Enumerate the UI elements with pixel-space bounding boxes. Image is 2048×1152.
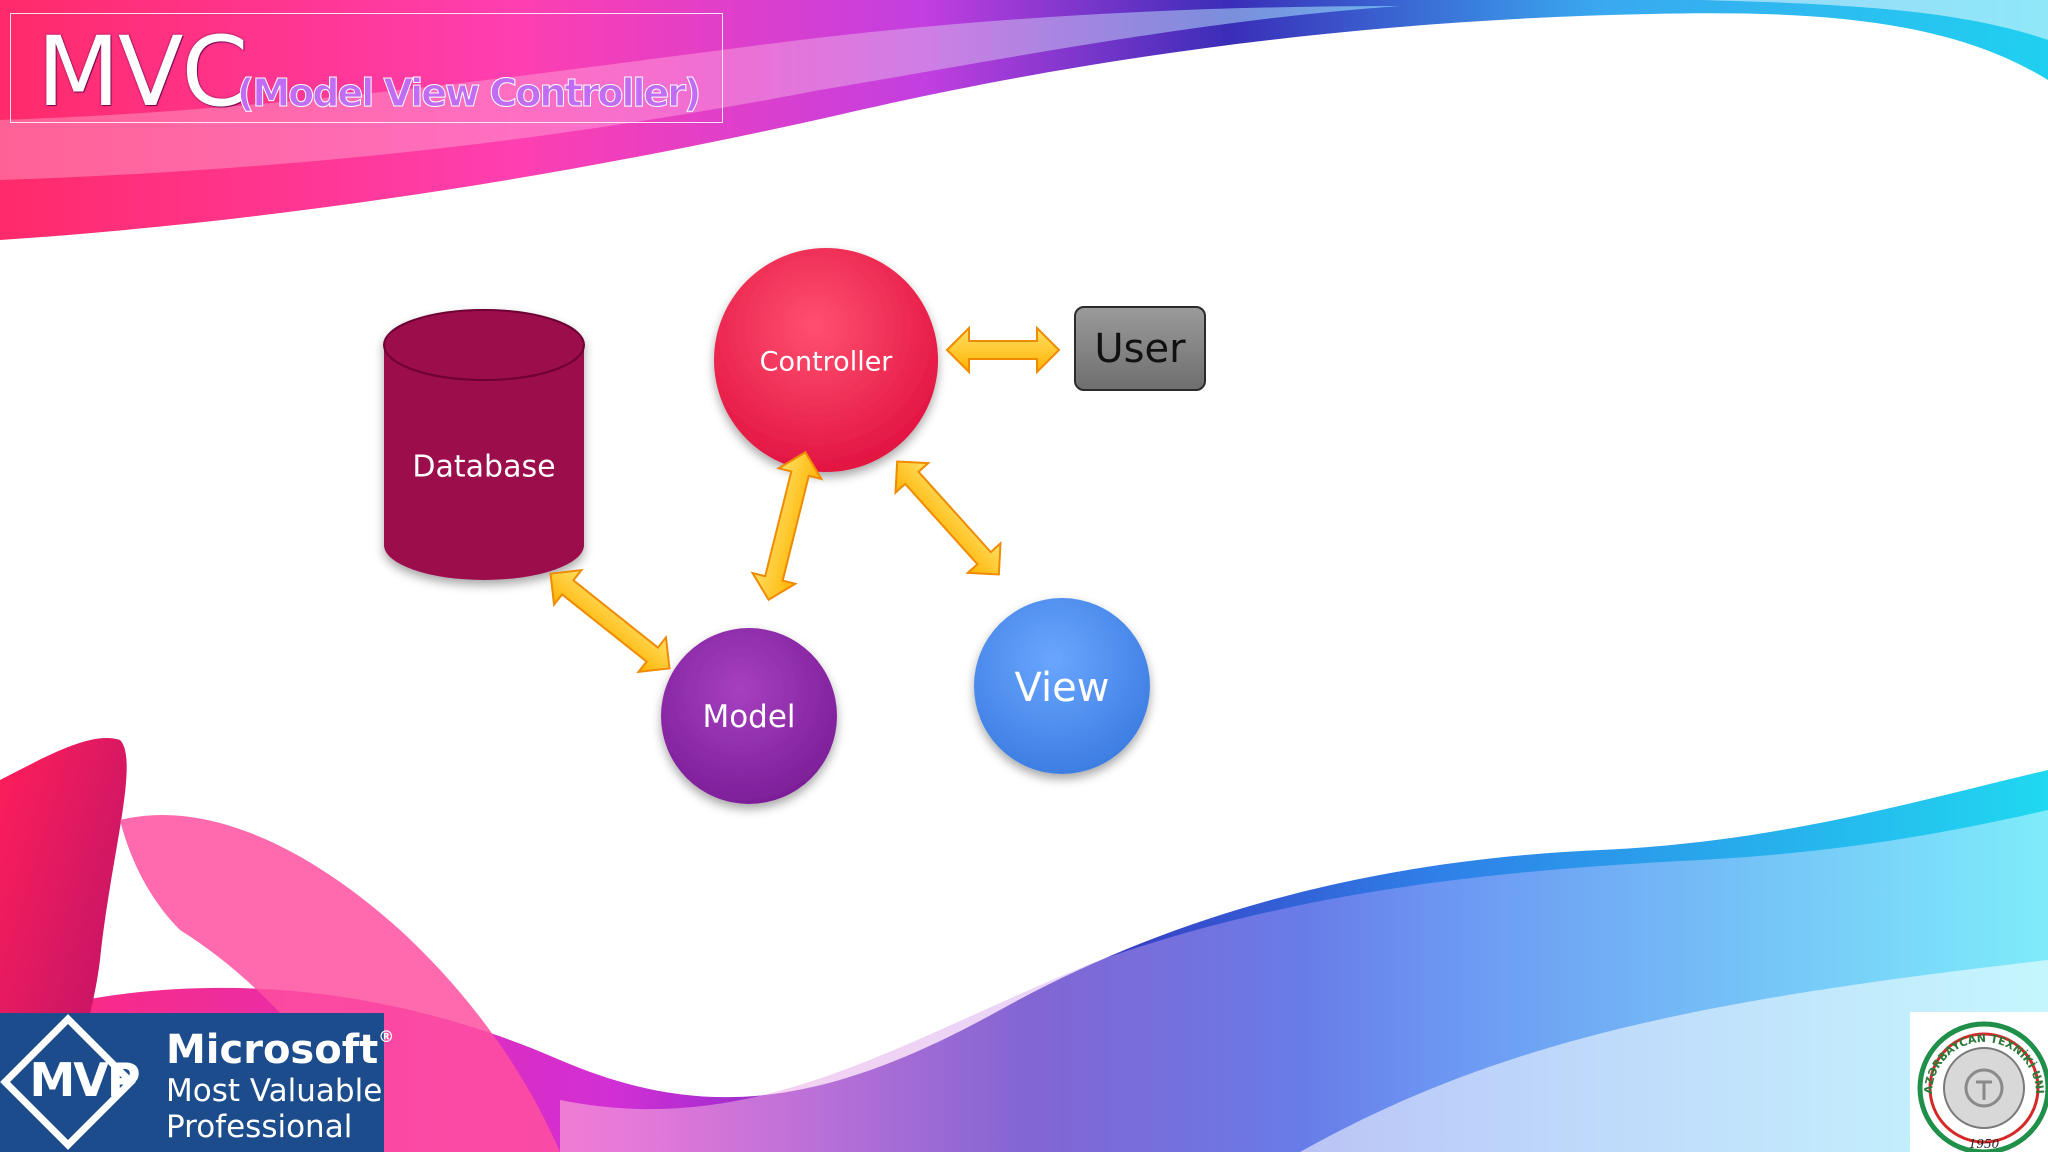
mvp-line-3: Professional <box>166 1109 353 1145</box>
microsoft-mvp-badge: MVP Microsoft® Most Valuable Professiona… <box>0 1013 394 1152</box>
view-circle <box>974 598 1150 774</box>
registered-mark: ® <box>378 1027 395 1046</box>
mvp-brand-text: Microsoft <box>166 1027 379 1073</box>
user-label: User <box>1094 325 1186 372</box>
arrow-database-model <box>549 568 671 674</box>
arrow-controller-view <box>894 460 1002 576</box>
slide-subtitle: (Model View Controller) <box>236 71 701 115</box>
controller-circle <box>714 248 938 472</box>
model-label: Model <box>702 699 796 735</box>
database-cylinder <box>383 309 585 580</box>
arrow-model-controller <box>750 450 824 602</box>
seal-year: 1950 <box>1969 1137 2000 1151</box>
database-label: Database <box>412 449 556 485</box>
arrow-controller-user <box>945 325 1061 375</box>
mvp-brand: Microsoft® <box>166 1027 394 1073</box>
mvp-line-2: Most Valuable <box>166 1073 383 1109</box>
slide-title-frame: MVC (Model View Controller) <box>10 13 723 123</box>
mvp-logo-text: MVP <box>29 1053 140 1107</box>
university-seal-logo: AZƏRBAYCAN TEXNİKİ UNİVERSİTETİ 1950 <box>1910 1012 2048 1152</box>
controller-label: Controller <box>759 346 893 378</box>
view-label: View <box>1014 665 1110 711</box>
slide-title: MVC <box>37 16 249 128</box>
model-circle <box>661 628 837 804</box>
user-box: User <box>1074 306 1206 391</box>
